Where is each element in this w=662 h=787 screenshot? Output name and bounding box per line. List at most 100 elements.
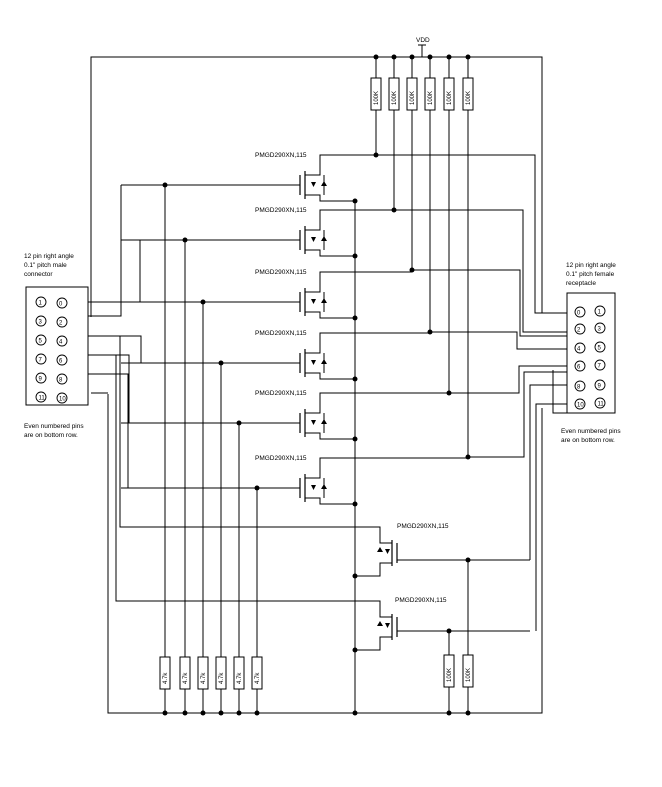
left-pin-odd [35,372,47,384]
left-pin-number: 7 [39,358,43,364]
pulldown-resistor [443,654,455,688]
left-pin-even [56,373,68,385]
right-pin-odd [594,379,606,391]
drain-lead [305,405,321,414]
left-pin-odd [35,353,47,365]
junction-dot [352,501,358,507]
left-pin-number: 10 [59,397,66,403]
pullup-resistor [443,77,455,111]
right-pin-even [574,360,586,372]
right-pin-number: 10 [577,403,584,409]
source-lead [379,562,392,571]
junction-dot [254,485,260,491]
vdd-label: VDD [416,37,430,44]
pullup-resistor [406,77,418,111]
left-connector-title: connector [24,271,53,278]
rnote-link [552,370,570,414]
junction-dot [352,253,358,259]
right-pin-even [574,323,586,335]
junction-dot [465,557,471,563]
right-pin-odd [594,341,606,353]
pullup-resistor-label: 100K [447,91,453,105]
parts [25,44,616,716]
junction-dot [373,54,379,60]
pulldown-resistor [233,656,245,690]
drain-lead [305,470,321,479]
junction-dot [446,710,452,716]
left-pin-even [56,316,68,328]
pullup-resistor [388,77,400,111]
drain-wire [319,271,412,284]
left-pin-number: 8 [59,378,63,384]
diode-arrow [311,420,316,425]
source-lead [305,311,321,314]
left-pin-even [56,297,68,309]
right-pin-even [574,380,586,392]
junction-dot [200,710,206,716]
pullup-resistor-label: 100K [392,91,398,105]
left-connector-title: 0.1" pitch male [24,262,67,269]
left-pin-number: 6 [59,359,63,365]
junction-dot [162,710,168,716]
source-lead [305,194,321,197]
left-pin-odd [35,315,47,327]
pullup-resistor-label: 100K [428,91,434,105]
rbus7-route [535,403,570,631]
drain-lead [305,222,321,231]
pulldown-resistor-label: 4.7k [237,672,243,684]
diode-arrow [311,360,316,365]
rbus4-route [449,365,570,394]
drain-wire [319,332,430,345]
junction-dot [352,710,358,716]
right-pin-number: 11 [598,402,605,408]
bottom-resistor-label: 100K [466,668,472,682]
source-wire [319,435,355,440]
source-lead [305,372,321,375]
low1-drain-route [115,355,381,609]
left-pin-number: 11 [39,396,46,402]
pullup-resistor-label: 100K [466,91,472,105]
diode-arrow [311,485,316,490]
junction-dot [373,152,379,158]
rbus1-route [394,209,570,333]
pullup-resistor-label: 100K [410,91,416,105]
source-wire [319,197,355,202]
right-connector-title: 0.1" pitch female [566,271,615,278]
right-pin-number: 5 [598,346,602,352]
junction-dot [465,54,471,60]
pullup-resistor [462,77,474,111]
junction-dot [446,54,452,60]
source-lead [305,432,321,435]
left-pin-even [56,354,68,366]
junction-dot [391,54,397,60]
left-connector-body [25,286,89,406]
rbus0-route [376,154,570,314]
drain-lead [379,609,392,618]
source-wire [319,314,355,319]
source-lead [379,636,392,645]
source-wire [319,252,355,257]
source-wire [319,500,355,505]
pulldown-resistor [197,656,209,690]
transistor-label: PMGD290XN,115 [255,455,307,462]
right-connector-note: are on bottom row. [561,437,615,444]
pulldown-resistor-label: 4.7k [163,672,169,684]
transistor-label: PMGD290XN,115 [397,523,449,530]
pullup-resistor-label: 100K [374,91,380,105]
source-wire [319,375,355,380]
rbus6-route [529,384,570,560]
labels: VDD 100K 100K 100K 100K 100K 100K PMGD290XN,115… [24,37,621,684]
left-pin-number: 1 [39,301,43,307]
gate4-route [78,354,239,424]
drain-wire [319,457,468,470]
rbus2-route [412,269,570,337]
drain-lead [305,284,321,293]
junction-dot [218,360,224,366]
left-pin-number: 0 [59,302,63,308]
left-pin-even [56,335,68,347]
right-pin-number: 9 [598,384,602,390]
pulldown-resistor [215,656,227,690]
pulldown-resistor [462,654,474,688]
junction-dot [446,390,452,396]
right-pin-odd [594,359,606,371]
